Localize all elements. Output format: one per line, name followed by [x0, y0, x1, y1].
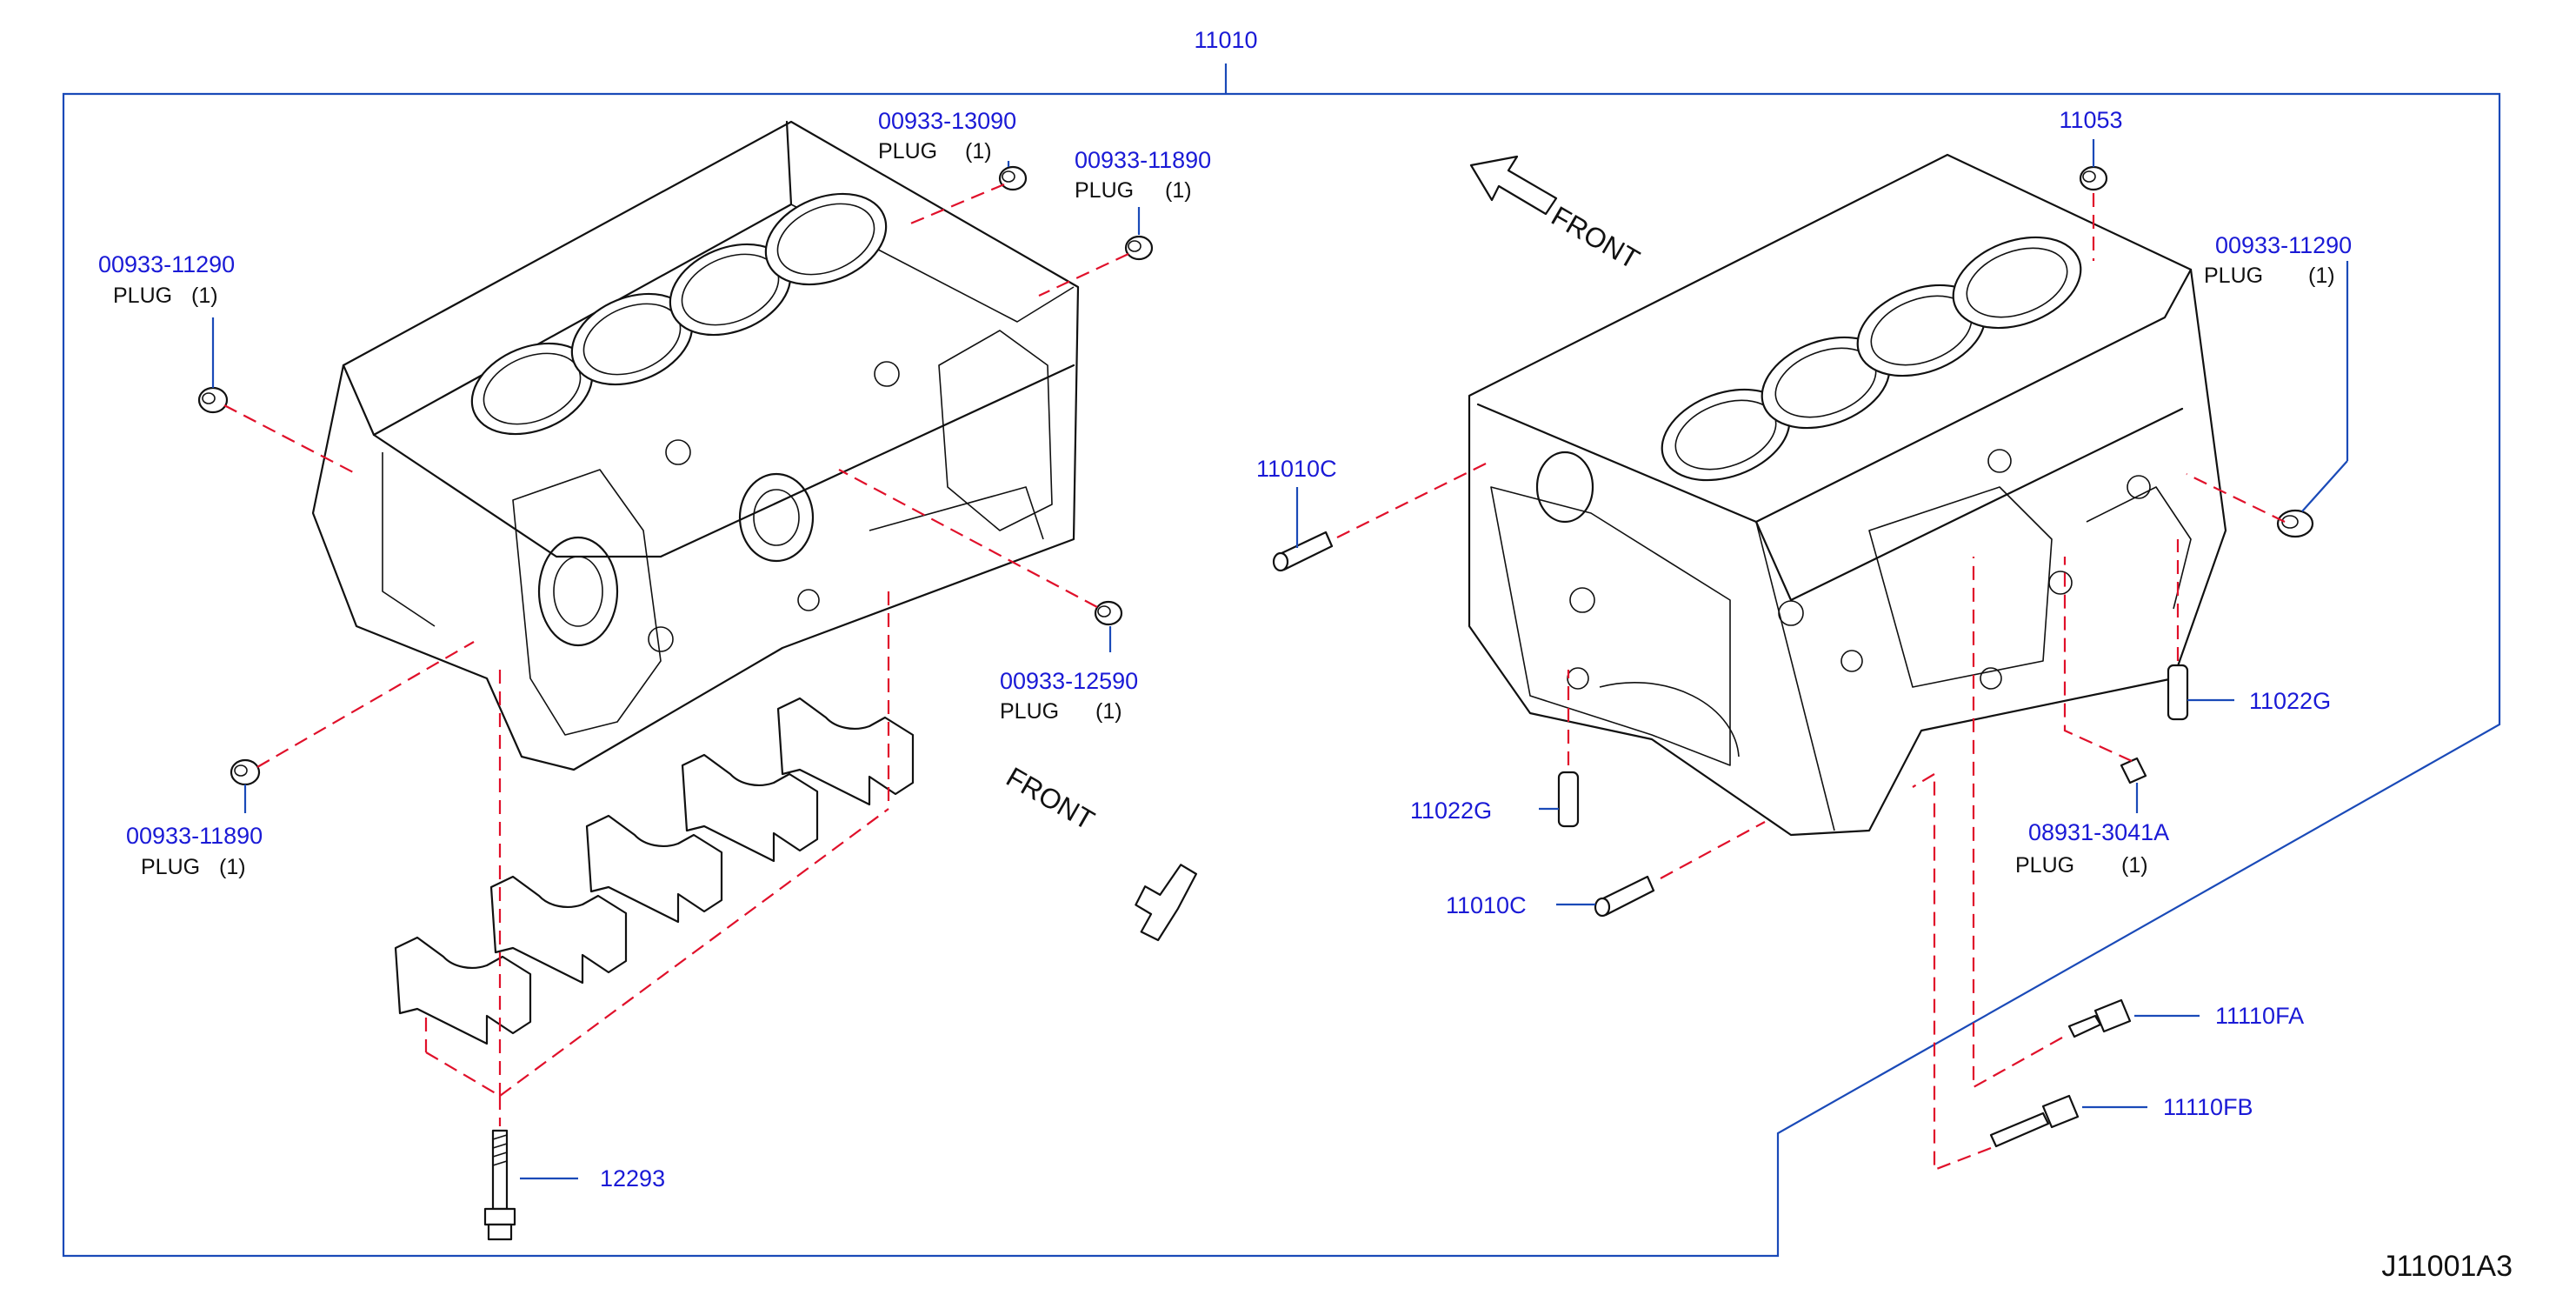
callout-leader-lines [211, 139, 2349, 1180]
assembly-leader-lines [223, 183, 2286, 1172]
part-description: PLUG [1075, 178, 1134, 203]
part-number-label: 11110FA [2215, 1003, 2304, 1029]
part-description: PLUG [2015, 853, 2074, 878]
main-bearing-caps [394, 697, 915, 1045]
part-number-label: 00933-11290 [2215, 232, 2352, 258]
part-number-label: 00933-12590 [1000, 668, 1138, 694]
part-number-label: 11022G [2249, 688, 2331, 714]
part-quantity: (1) [2121, 853, 2148, 878]
part-description: PLUG [878, 139, 937, 164]
part-quantity: (1) [191, 284, 218, 308]
part-quantity: (1) [219, 855, 246, 879]
front-arrow-icon [1469, 155, 1558, 216]
assembly-boundary [62, 63, 2501, 1258]
part-number-label: 00933-11290 [98, 251, 235, 277]
figure-code: J11001A3 [2381, 1250, 2513, 1283]
part-number-label: 00933-11890 [126, 823, 263, 849]
bolts [483, 998, 2132, 1241]
part-number-label: 00933-11890 [1075, 147, 1211, 173]
part-number-label: 11053 [2059, 107, 2122, 133]
dowel-pins [1272, 531, 2189, 918]
part-number-label: 00933-13090 [878, 108, 1016, 134]
part-number-label: 11010C [1256, 456, 1337, 482]
part-number-label: 08931-3041A [2028, 819, 2169, 845]
plug-parts [197, 165, 2314, 786]
front-arrow-icon [1135, 864, 1198, 942]
part-number-label: 12293 [600, 1165, 665, 1192]
cylinder-block-left-view [311, 120, 1080, 771]
front-label: FRONT [1002, 761, 1100, 836]
part-description: PLUG [141, 855, 200, 879]
part-quantity: (1) [1165, 178, 1192, 203]
part-number-label: 11022G [1410, 798, 1492, 824]
part-description: PLUG [2204, 264, 2263, 288]
part-number-label: 11010C [1446, 892, 1527, 918]
part-quantity: (1) [965, 139, 992, 164]
part-number-label: 11110FB [2163, 1094, 2253, 1120]
front-label: FRONT [1547, 200, 1645, 275]
cylinder-block-right-view [1468, 153, 2227, 837]
part-description: PLUG [1000, 699, 1059, 724]
part-description: PLUG [113, 284, 172, 308]
part-quantity: (1) [1095, 699, 1122, 724]
assembly-number: 11010 [1194, 27, 1257, 53]
part-quantity: (1) [2308, 264, 2335, 288]
